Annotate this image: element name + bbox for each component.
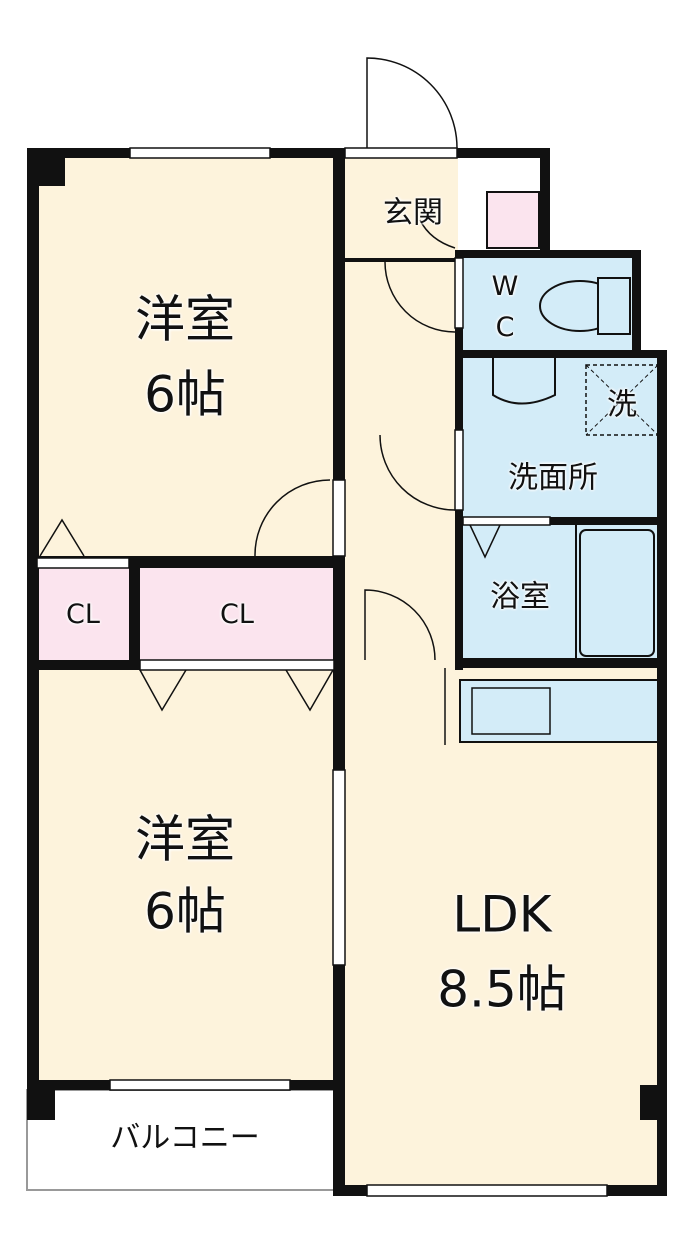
bath-label: 浴室 <box>490 579 550 615</box>
bedroom2-floor <box>37 668 335 1085</box>
bedroom1-size: 6帖 <box>144 365 226 424</box>
hall-floor <box>343 158 458 668</box>
ldk-size: 8.5帖 <box>437 960 567 1019</box>
closet2-label: CL <box>220 599 254 631</box>
ldk-floor <box>343 668 659 1188</box>
sink <box>471 687 551 735</box>
balcony-area <box>26 1089 336 1191</box>
washer-label: 洗 <box>607 387 637 423</box>
entrance-label: 玄関 <box>383 195 443 231</box>
ldk-name: LDK <box>452 885 552 944</box>
bedroom1-name: 洋室 <box>135 290 235 349</box>
closet2-floor <box>140 568 334 660</box>
shoe-closet <box>486 191 540 249</box>
wash-basin-icon <box>492 358 556 405</box>
closet1-label: CL <box>66 599 100 631</box>
door-swings <box>39 57 501 745</box>
closet1-floor <box>37 568 129 660</box>
balcony-label: バルコニー <box>110 1120 260 1156</box>
washroom-label: 洗面所 <box>508 460 598 496</box>
wc-label-w: W <box>491 271 519 303</box>
bedroom2-size: 6帖 <box>144 882 226 941</box>
bedroom2-name: 洋室 <box>135 810 235 869</box>
wc-label-c: C <box>495 312 515 344</box>
bathtub <box>579 529 655 657</box>
bedroom1-floor <box>37 158 335 560</box>
